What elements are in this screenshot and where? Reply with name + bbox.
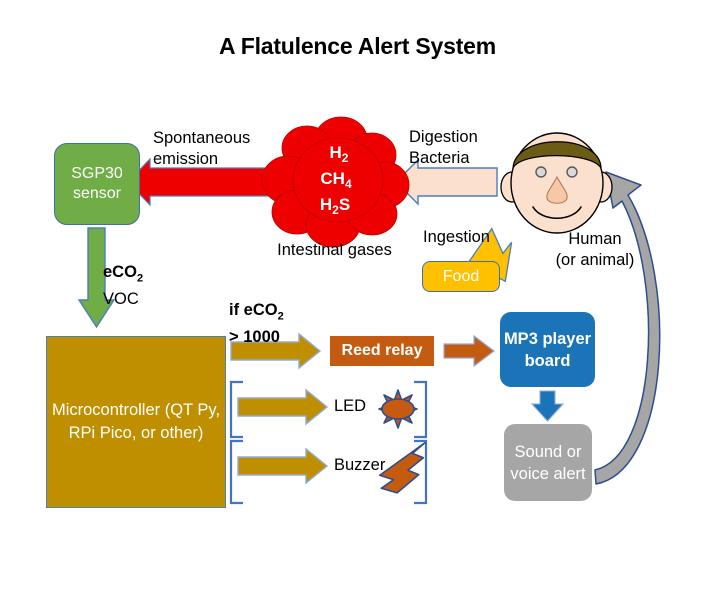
condition-threshold-text: > 1000: [229, 328, 280, 347]
food-node[interactable]: Food: [422, 261, 500, 292]
human-head-illustration: [500, 132, 613, 234]
spontaneous-emission-label: Spontaneous emission: [153, 129, 251, 168]
page-title: A Flatulence Alert System: [218, 33, 497, 59]
svg-text:H2S: H2S: [320, 195, 350, 217]
buzzer-arrow: [237, 447, 329, 485]
sgp30-sensor-node[interactable]: SGP30 sensor: [54, 143, 140, 225]
eco2-voc-arrow: [77, 227, 116, 329]
eco2-text: eCO: [103, 263, 137, 281]
relay-to-mp3-arrow: [443, 334, 495, 368]
lightning-bolt-icon: [378, 441, 426, 494]
eco2-subscript: 2: [136, 272, 144, 285]
digestion-bacteria-label: Digestion Bacteria: [409, 128, 478, 167]
right-grouping-brackets: [414, 380, 428, 505]
sun-burst-icon: [378, 389, 418, 429]
svg-text:CH4: CH4: [320, 169, 352, 191]
alert-feedback-arrow: [594, 171, 661, 485]
condition-eco2-subscript: 2: [277, 310, 284, 323]
ingestion-label: Ingestion: [423, 228, 490, 246]
intestinal-gases-caption: Intestinal gases: [277, 241, 392, 259]
reed-relay-node[interactable]: Reed relay: [330, 336, 434, 366]
sound-voice-alert-node[interactable]: Sound or voice alert: [504, 424, 592, 501]
eco2-voc-label: eCO2 VOC: [103, 262, 193, 310]
led-label: LED: [334, 397, 367, 415]
voc-label: VOC: [103, 290, 139, 309]
left-grouping-brackets: [229, 380, 243, 505]
mp3-player-board-node[interactable]: MP3 player board: [500, 312, 595, 387]
human-label: Human (or animal): [555, 230, 635, 269]
microcontroller-node[interactable]: Microcontroller (QT Py, RPi Pico, or oth…: [46, 336, 226, 508]
intestinal-gas-cloud: H2 CH4 H2S: [261, 116, 410, 248]
if-eco2-arrow: [230, 332, 322, 370]
mp3-to-alert-arrow: [530, 390, 565, 422]
buzzer-label: Buzzer: [334, 456, 386, 474]
condition-eco2-text: if eCO: [229, 301, 278, 319]
led-arrow: [237, 388, 329, 426]
if-eco2-condition-label: if eCO2 > 1000: [229, 300, 339, 348]
